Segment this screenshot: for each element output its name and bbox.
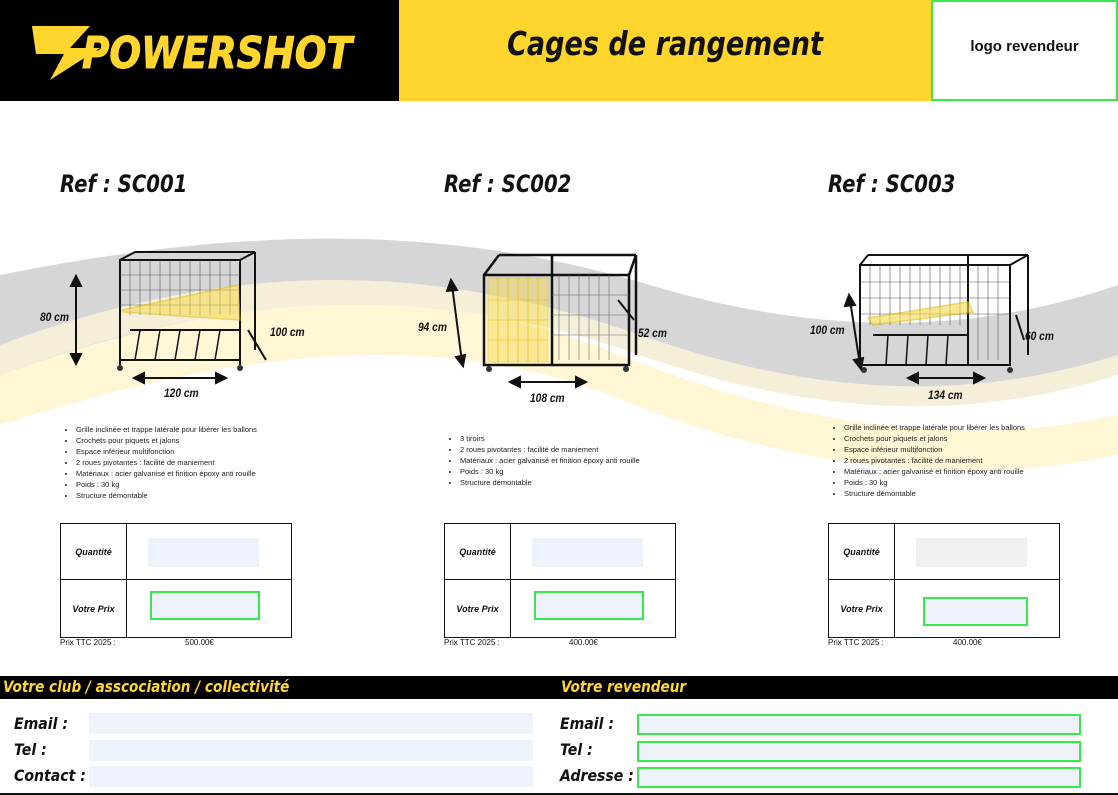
quantity-row: Quantité [829, 524, 1059, 580]
club-email-input[interactable] [89, 713, 533, 734]
quantity-label: Quantité [445, 524, 511, 579]
feature-item: Grille inclinée et trappe latérale pour … [844, 422, 1025, 433]
price-input[interactable] [534, 591, 644, 620]
reseller-tel-input[interactable] [637, 741, 1081, 762]
depth-dimension: 60 cm [1025, 329, 1054, 343]
powershot-logo: POWERSHOT [32, 26, 355, 80]
club-section-title: Votre club / asscociation / collectivité [3, 677, 290, 696]
reseller-address-input[interactable] [637, 767, 1081, 788]
quantity-label: Quantité [61, 524, 127, 579]
feature-item: Matériaux : acier galvanisé et finition … [844, 466, 1025, 477]
feature-item: Poids : 30 kg [844, 477, 1025, 488]
price-row: Votre Prix [829, 580, 1059, 637]
feature-item: Crochets pour piquets et jalons [76, 435, 257, 446]
price-input[interactable] [923, 597, 1028, 626]
feature-item: 3 tiroirs [460, 433, 640, 444]
page-title: Cages de rangement [507, 24, 823, 63]
reseller-tel-label: Tel : [560, 740, 593, 759]
height-dimension: 94 cm [418, 320, 447, 334]
price-ttc-value: 400.00€ [953, 638, 982, 647]
feature-item: Poids : 30 kg [460, 466, 640, 477]
contact-section-bar: Votre club / asscociation / collectivité… [0, 676, 1118, 699]
feature-item: 2 roues pivotantes : facilité de manieme… [76, 457, 257, 468]
reseller-section-title: Votre revendeur [561, 677, 687, 696]
quantity-label: Quantité [829, 524, 895, 579]
reseller-logo-field[interactable]: logo revendeur [931, 0, 1118, 101]
feature-item: 2 roues pivotantes : facilité de manieme… [460, 444, 640, 455]
depth-dimension: 52 cm [638, 326, 667, 340]
quantity-row: Quantité [61, 524, 291, 580]
feature-item: Espace inférieur multifonction [76, 446, 257, 457]
feature-item: Structure démontable [460, 477, 640, 488]
product-ref: Ref : SC001 [60, 170, 188, 198]
feature-list: Grille inclinée et trappe latérale pour … [840, 422, 1025, 499]
price-ttc-label: Prix TTC 2025 : [444, 638, 500, 647]
product-ref: Ref : SC003 [828, 170, 956, 198]
quantity-row: Quantité [445, 524, 675, 580]
height-dimension: 80 cm [40, 310, 69, 324]
product-card-sc003: Ref : SC003 100 [810, 160, 1118, 655]
price-ttc-label: Prix TTC 2025 : [828, 638, 884, 647]
reseller-address-label: Adresse : [560, 766, 634, 785]
price-row: Votre Prix [61, 580, 291, 637]
cage-sc002-illustration [445, 253, 638, 389]
price-ttc-value: 400.00€ [569, 638, 598, 647]
width-dimension: 108 cm [530, 391, 565, 405]
cage-sc001-illustration [69, 251, 267, 385]
feature-item: Matériaux : acier galvanisé et finition … [76, 468, 257, 479]
price-ttc-value: 500.00€ [185, 638, 214, 647]
header: POWERSHOT Cages de rangement logo revend… [0, 0, 1118, 101]
quantity-input[interactable] [916, 538, 1027, 567]
product-ref: Ref : SC002 [444, 170, 572, 198]
price-ttc-label: Prix TTC 2025 : [60, 638, 116, 647]
order-table: Quantité Votre Prix [444, 523, 676, 638]
product-card-sc002: Ref : SC002 94 cm 108 cm 52 cm [418, 160, 804, 655]
reseller-email-input[interactable] [637, 714, 1081, 735]
bottom-rule [0, 793, 1118, 795]
product-card-sc001: Ref : SC001 80 cm 120 [40, 160, 420, 655]
feature-item: 2 roues pivotantes : facilité de manieme… [844, 455, 1025, 466]
feature-item: Grille inclinée et trappe latérale pour … [76, 424, 257, 435]
club-contact-label: Contact : [14, 766, 86, 785]
feature-item: Structure démontable [76, 490, 257, 501]
quantity-input[interactable] [532, 538, 643, 567]
feature-item: Poids : 30 kg [76, 479, 257, 490]
price-row: Votre Prix [445, 580, 675, 637]
feature-item: Matériaux : acier galvanisé et finition … [460, 455, 640, 466]
reseller-logo-label: logo revendeur [970, 38, 1079, 55]
reseller-email-label: Email : [560, 714, 614, 733]
width-dimension: 134 cm [928, 388, 963, 402]
feature-item: Structure démontable [844, 488, 1025, 499]
price-input[interactable] [150, 591, 260, 620]
club-contact-input[interactable] [89, 766, 533, 787]
price-label: Votre Prix [445, 580, 511, 637]
order-table: Quantité Votre Prix [828, 523, 1060, 638]
brand-name: POWERSHOT [82, 28, 355, 79]
club-tel-label: Tel : [14, 740, 47, 759]
depth-dimension: 100 cm [270, 325, 305, 339]
height-dimension: 100 cm [810, 323, 845, 337]
price-label: Votre Prix [61, 580, 127, 637]
feature-list: Grille inclinée et trappe latérale pour … [72, 424, 257, 501]
order-table: Quantité Votre Prix [60, 523, 292, 638]
title-block: Cages de rangement [399, 0, 931, 101]
quantity-input[interactable] [148, 538, 259, 567]
feature-list: 3 tiroirs 2 roues pivotantes : facilité … [456, 433, 640, 488]
club-tel-input[interactable] [89, 740, 533, 761]
cage-sc003-illustration [843, 254, 1029, 385]
feature-item: Espace inférieur multifonction [844, 444, 1025, 455]
feature-item: Crochets pour piquets et jalons [844, 433, 1025, 444]
club-email-label: Email : [14, 714, 68, 733]
brand-block: POWERSHOT [0, 0, 399, 101]
price-label: Votre Prix [829, 580, 895, 637]
width-dimension: 120 cm [164, 386, 199, 400]
